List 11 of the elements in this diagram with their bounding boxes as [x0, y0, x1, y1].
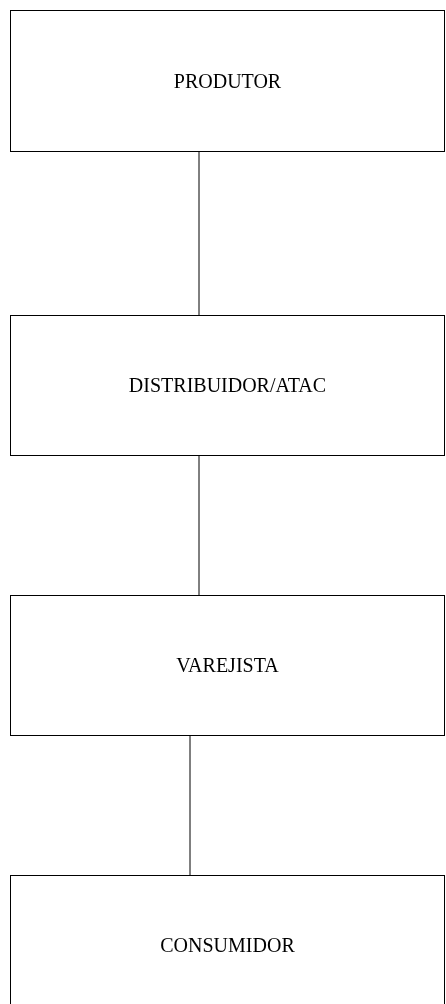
connector-line	[198, 455, 200, 596]
process-box	[10, 315, 445, 456]
node-label: PRODUTOR	[173, 69, 282, 93]
connector-line	[198, 151, 200, 316]
connector-line	[189, 735, 191, 876]
process-box	[10, 10, 445, 152]
process-box	[10, 595, 445, 736]
node-label: DISTRIBUIDOR/ATAC	[128, 374, 327, 397]
node-label: VAREJISTA	[176, 654, 279, 677]
node-label: CONSUMIDOR	[160, 933, 295, 957]
process-box	[10, 875, 445, 1004]
